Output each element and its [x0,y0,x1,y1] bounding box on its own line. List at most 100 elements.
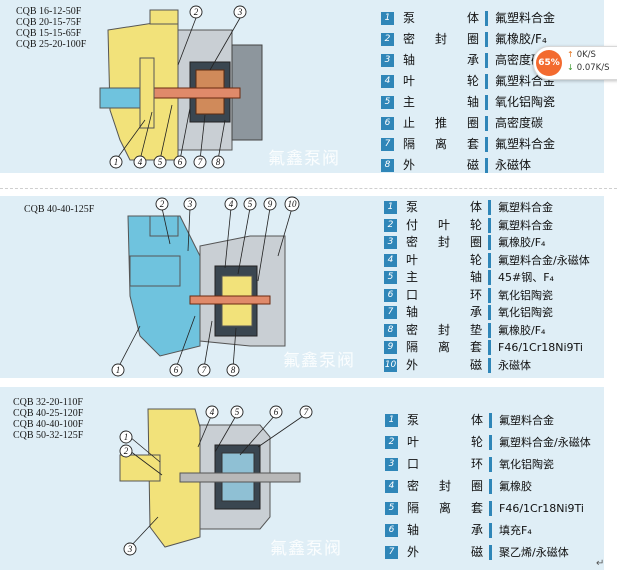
part-name: 叶轮 [407,435,483,449]
watermark: 氟鑫泵阀 [268,149,340,169]
part-number: 8 [384,323,397,337]
part-name: 口环 [407,457,483,471]
callout-1: 1 [109,155,123,169]
part-number: 2 [385,436,398,449]
svg-text:10: 10 [288,199,298,209]
part-material: 永磁体 [495,158,532,172]
callout-4: 4 [224,197,238,211]
svg-text:3: 3 [237,7,243,17]
part-name: 叶轮 [403,74,479,88]
model-name: CQB 40-40-125F [24,204,95,215]
model-list-1: CQB 16-12-50F CQB 20-15-75F CQB 15-15-65… [16,6,86,50]
callout-5: 5 [230,405,244,419]
callout-8: 8 [211,155,225,169]
network-speed-widget[interactable]: 65% ↑0K/S ↓0.07K/S [533,46,617,80]
callout-4: 4 [205,405,219,419]
part-number: 8 [381,159,394,172]
watermark: 氟鑫泵阀 [270,539,342,559]
part-name: 隔离套 [407,501,483,515]
part-material: 填充F₄ [499,524,532,537]
part-material: 氟塑料合金 [495,137,556,151]
part-material: 高密度碳 [495,53,544,67]
callout-7: 7 [197,363,211,377]
svg-text:6: 6 [174,365,179,375]
part-material: 45#钢、F₄ [498,271,554,284]
part-name: 密封垫 [406,322,482,337]
model-name: CQB 20-15-75F [16,17,82,28]
part-number: 9 [384,341,397,354]
callout-3: 3 [183,197,197,211]
paragraph-mark-icon: ↵ [596,558,605,569]
part-name: 止推圈 [403,116,479,130]
download-arrow-icon: ↓ [567,63,574,72]
part-material: 氧化铝陶瓷 [495,95,556,109]
svg-text:5: 5 [158,157,163,167]
callout-6: 6 [169,363,183,377]
svg-text:6: 6 [274,407,279,417]
model-name: CQB 40-25-120F [13,408,84,419]
part-number: 5 [381,96,394,109]
svg-text:3: 3 [127,544,133,554]
callout-10: 10 [284,196,300,212]
part-number: 10 [384,358,397,372]
part-name: 密封圈 [403,32,479,46]
callout-7: 7 [299,405,313,419]
part-material: 聚乙烯/永磁体 [499,546,569,559]
svg-text:1: 1 [114,157,119,167]
svg-text:4: 4 [229,199,234,209]
model-name: CQB 40-40-100F [13,419,84,430]
part-name: 密封圈 [407,479,483,493]
callout-3: 3 [123,542,137,556]
part-name: 主轴 [406,270,482,284]
part-number: 3 [384,236,397,249]
part-material: 氟塑料合金 [498,201,553,214]
svg-text:5: 5 [235,407,240,417]
part-name: 主轴 [403,95,479,109]
svg-text:2: 2 [160,199,165,209]
svg-text:3: 3 [187,199,193,209]
svg-text:7: 7 [198,157,203,167]
svg-text:7: 7 [304,407,309,417]
callout-5: 5 [153,155,167,169]
svg-text:6: 6 [178,157,183,167]
part-number: 6 [385,524,398,537]
model-list-3: CQB 32-20-110F CQB 40-25-120F CQB 40-40-… [13,397,83,441]
part-material: 氟塑料合金 [495,11,556,25]
part-material: 氧化铝陶瓷 [499,458,554,471]
part-number: 5 [385,502,398,515]
part-material: 氟橡胶/F₄ [498,236,546,249]
part-material: 氟塑料合金 [498,218,553,232]
pump-cross-section-1: 2 3 1 4 5 6 7 8 [99,5,263,169]
part-name: 叶轮 [406,252,482,267]
part-number: 1 [385,414,398,427]
svg-text:4: 4 [210,407,215,417]
part-name: 隔离套 [406,340,482,354]
part-name: 轴承 [403,53,479,67]
model-name: CQB 50-32-125F [13,430,84,441]
svg-text:4: 4 [138,157,143,167]
part-material: 氟橡胶 [499,480,532,493]
part-number: 7 [381,138,394,151]
svg-text:1: 1 [116,365,121,375]
part-material: 氟塑料合金/永磁体 [499,436,591,449]
model-list-2: CQB 40-40-125F [24,204,94,215]
part-number: 4 [384,253,397,267]
part-number: 4 [381,75,394,88]
part-number: 4 [385,480,398,493]
network-usage-badge[interactable]: 65% [536,50,562,76]
